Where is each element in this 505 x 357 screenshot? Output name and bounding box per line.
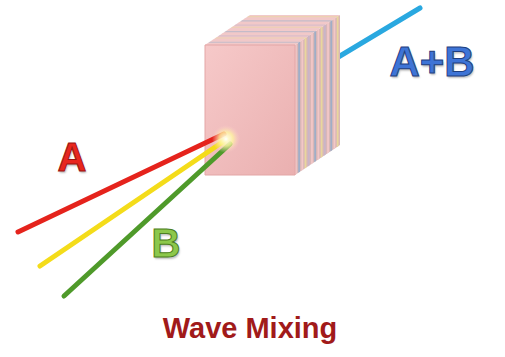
- layer-stripe: [324, 25, 326, 156]
- input-beam-red: [18, 134, 224, 232]
- layer-stripe: [334, 18, 336, 149]
- beam-label: A: [58, 137, 87, 177]
- layer-stripe: [314, 31, 316, 162]
- layer-stripe: [327, 22, 329, 153]
- layer-stripe: [305, 37, 307, 168]
- input-beam-green: [64, 144, 230, 296]
- caption: Wave Mixing: [163, 314, 338, 343]
- beam-label: B: [152, 223, 181, 263]
- layer-stripe: [244, 18, 336, 19]
- layer-stripe: [221, 33, 313, 34]
- layer-stripe: [311, 33, 313, 164]
- layer-stripe: [318, 29, 320, 160]
- layer-stripe: [224, 31, 316, 32]
- crystal-top: [205, 15, 340, 45]
- entry-glow: [212, 125, 240, 153]
- layer-stripe: [211, 40, 303, 41]
- layer-stripe: [228, 29, 320, 30]
- layer-stripe: [308, 35, 310, 166]
- layer-stripe: [321, 27, 323, 158]
- layer-stripe: [215, 37, 307, 38]
- beam-label: A+B: [389, 41, 474, 83]
- layer-stripe: [218, 35, 310, 36]
- crystal-layers: [205, 16, 339, 175]
- layer-stripe: [330, 20, 332, 151]
- layer-stripe: [301, 40, 303, 171]
- layer-stripe: [231, 27, 323, 28]
- layer-stripe: [247, 16, 339, 17]
- layer-stripe: [208, 42, 300, 43]
- layer-stripe: [240, 20, 332, 21]
- layer-stripe: [298, 42, 300, 173]
- layer-stripe: [234, 25, 326, 26]
- layer-stripe: [337, 16, 339, 147]
- layer-stripe: [237, 22, 329, 23]
